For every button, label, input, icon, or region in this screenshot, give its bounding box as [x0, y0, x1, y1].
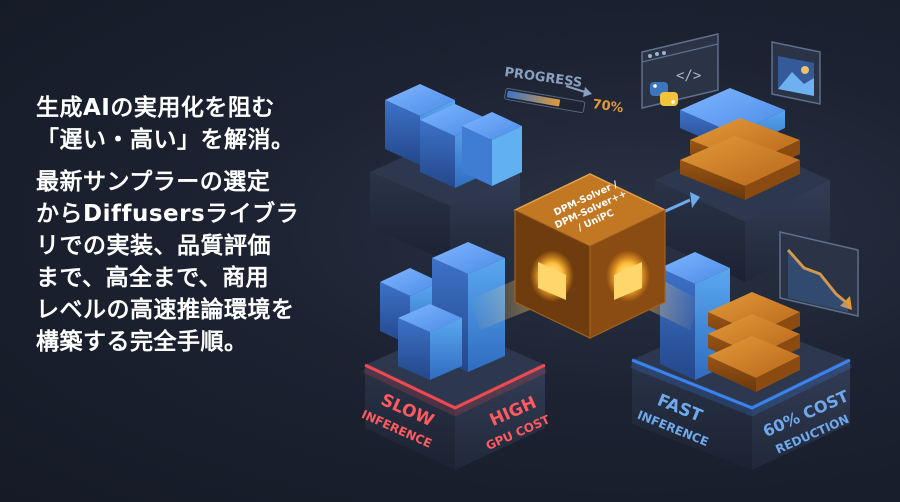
progress-value: 70%: [591, 97, 624, 116]
headline-line-6: まで、高全まで、商用: [36, 265, 270, 291]
progress-fill: [506, 90, 561, 107]
headline-line-5: リでの実装、品質評価: [36, 233, 271, 259]
headline-line-1: 生成AIの実用化を阻む: [36, 95, 275, 121]
isometric-illustration: PROGRESS 70% </>: [359, 33, 859, 470]
headline-line-3: 最新サンプラーの選定: [36, 169, 271, 195]
sampler-core-cube: DPM-Solver / DPM-Solver++ / UniPC: [513, 173, 667, 339]
bottom-right-platform: [630, 252, 853, 470]
top-left-platform: [370, 84, 522, 262]
bottom-left-platform: [362, 242, 548, 470]
top-right-platform: [655, 88, 830, 282]
headline-line-2: 「遅い・高い」を解消。: [36, 127, 295, 153]
headline-line-7: レベルの高速推論環境を: [36, 297, 295, 323]
progress-indicator: PROGRESS 70%: [503, 65, 624, 116]
svg-text:</>: </>: [676, 68, 701, 84]
image-icon: [771, 41, 821, 105]
headline-line-8: 構築する完全手順。: [36, 329, 248, 355]
arrow-right-icon: [565, 85, 592, 97]
trend-down-chart-icon: [779, 231, 859, 317]
code-window-icon: </>: [641, 33, 719, 109]
headline: 生成AIの実用化を阻む 「遅い・高い」を解消。 最新サンプラーの選定 からDif…: [36, 92, 336, 358]
python-logo-icon: [650, 82, 678, 106]
headline-line-4: からDiffusersライブラ: [36, 201, 300, 227]
